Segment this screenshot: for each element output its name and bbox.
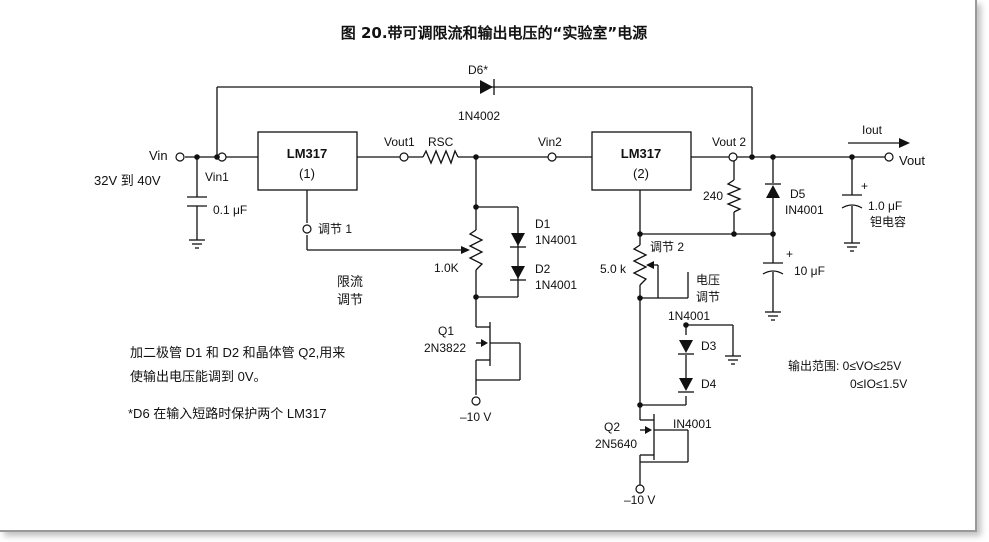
vout-label: Vout xyxy=(899,153,925,168)
diagram-title: 图 20.带可调限流和输出电压的“实验室”电源 xyxy=(341,24,648,42)
capacitor-10uf-icon xyxy=(762,262,784,275)
vout2-terminal xyxy=(728,152,738,162)
q1-label: Q1 xyxy=(438,324,454,338)
q2-label: Q2 xyxy=(604,420,620,434)
neg10v-terminal-1 xyxy=(471,396,481,406)
diode-d1-icon xyxy=(510,233,526,248)
note-line1: 加二极管 D1 和 D2 和晶体管 Q2,用来 xyxy=(130,345,345,360)
vin-range-label: 32V 到 40V xyxy=(94,173,161,188)
diode-d6-icon xyxy=(480,79,495,95)
lm317-regulator-1 xyxy=(257,131,358,191)
neg10v-terminal-2 xyxy=(635,484,645,494)
vin2-terminal xyxy=(547,152,557,162)
d3-part-above: 1N4001 xyxy=(668,309,710,323)
jfet-q1-icon xyxy=(475,320,491,366)
d2-part: 1N4001 xyxy=(535,278,577,292)
resistor-rsc-icon xyxy=(422,149,459,165)
reg2-index: (2) xyxy=(633,166,649,181)
note-line3: *D6 在输入短路时保护两个 LM317 xyxy=(128,406,327,421)
capacitor-output-icon xyxy=(841,194,863,209)
vadj-line2: 调节 xyxy=(696,290,720,304)
c-out-type: 钽电容 xyxy=(870,214,906,229)
vin-label: Vin xyxy=(149,148,168,163)
jfet-q2-icon xyxy=(640,414,655,460)
diode-d4-icon xyxy=(678,378,694,393)
junction-dots xyxy=(194,154,855,408)
output-range-line1: 输出范围: 0≤VO≤25V xyxy=(788,358,901,373)
vin1-label: Vin1 xyxy=(205,170,229,184)
adj1-label: 调节 1 xyxy=(318,222,352,236)
pot2-label: 5.0 k xyxy=(600,262,627,276)
wiper-arrow-2-icon xyxy=(646,261,654,269)
d5-label: D5 xyxy=(790,187,806,201)
neg10v-label-2: –10 V xyxy=(624,493,655,507)
c10-label: 10 μF xyxy=(794,264,825,278)
note-line2: 使输出电压能调到 0V。 xyxy=(130,369,267,384)
ground-icon-4 xyxy=(725,355,741,365)
d1-label: D1 xyxy=(535,217,551,231)
vout1-label: Vout1 xyxy=(384,135,415,149)
wiper-arrow-1-icon xyxy=(461,246,470,254)
q2-part: 2N5640 xyxy=(595,437,637,451)
neg10v-label-1: –10 V xyxy=(460,410,491,424)
r240-label: 240 xyxy=(703,189,723,203)
d1-part: 1N4001 xyxy=(535,233,577,247)
q1-part: 2N3822 xyxy=(424,341,466,355)
potentiometer-1-icon xyxy=(468,229,484,271)
diode-d2-icon xyxy=(510,266,526,281)
ground-icon-2 xyxy=(765,311,781,321)
d5-part: IN4001 xyxy=(785,203,824,217)
c-out-plus-sign: + xyxy=(861,179,868,193)
d6-part: 1N4002 xyxy=(458,109,500,123)
d6-label: D6* xyxy=(468,63,488,77)
lm317-regulator-2 xyxy=(591,131,692,191)
vout-terminal xyxy=(884,152,894,162)
output-range-line2: 0≤IO≤1.5V xyxy=(850,377,907,391)
ground-icon-1 xyxy=(189,239,205,249)
d4-part-below: IN4001 xyxy=(673,417,712,431)
diode-d3-icon xyxy=(678,340,694,355)
capacitor-input-icon xyxy=(187,196,207,207)
pot1-label: 1.0K xyxy=(434,261,459,275)
reg2-name: LM317 xyxy=(621,146,661,161)
current-limit-line2: 调节 xyxy=(337,292,363,307)
d3-label: D3 xyxy=(701,339,717,353)
vout2-label: Vout 2 xyxy=(712,135,746,149)
potentiometer-2-icon xyxy=(632,244,648,286)
vin2-label: Vin2 xyxy=(538,135,562,149)
vadj-line1: 电压 xyxy=(696,273,720,287)
iout-label: Iout xyxy=(862,123,883,137)
d2-label: D2 xyxy=(535,262,551,276)
reg1-index: (1) xyxy=(299,166,315,181)
c10-plus-sign: + xyxy=(786,247,793,261)
iout-arrow-icon xyxy=(899,138,910,148)
resistor-240-icon xyxy=(726,179,742,213)
adj2-label: 调节 2 xyxy=(650,240,684,254)
diode-d5-icon xyxy=(765,183,781,198)
adj1-terminal xyxy=(302,224,312,234)
rsc-label: RSC xyxy=(428,135,454,149)
c-in-label: 0.1 μF xyxy=(213,203,247,217)
current-limit-line1: 限流 xyxy=(337,274,363,289)
reg1-name: LM317 xyxy=(287,146,327,161)
vin-terminal xyxy=(175,152,185,162)
vout1-terminal xyxy=(399,152,409,162)
ground-icon-3 xyxy=(844,242,860,252)
d4-label: D4 xyxy=(701,377,717,391)
c-out-label: 1.0 μF xyxy=(868,199,902,213)
